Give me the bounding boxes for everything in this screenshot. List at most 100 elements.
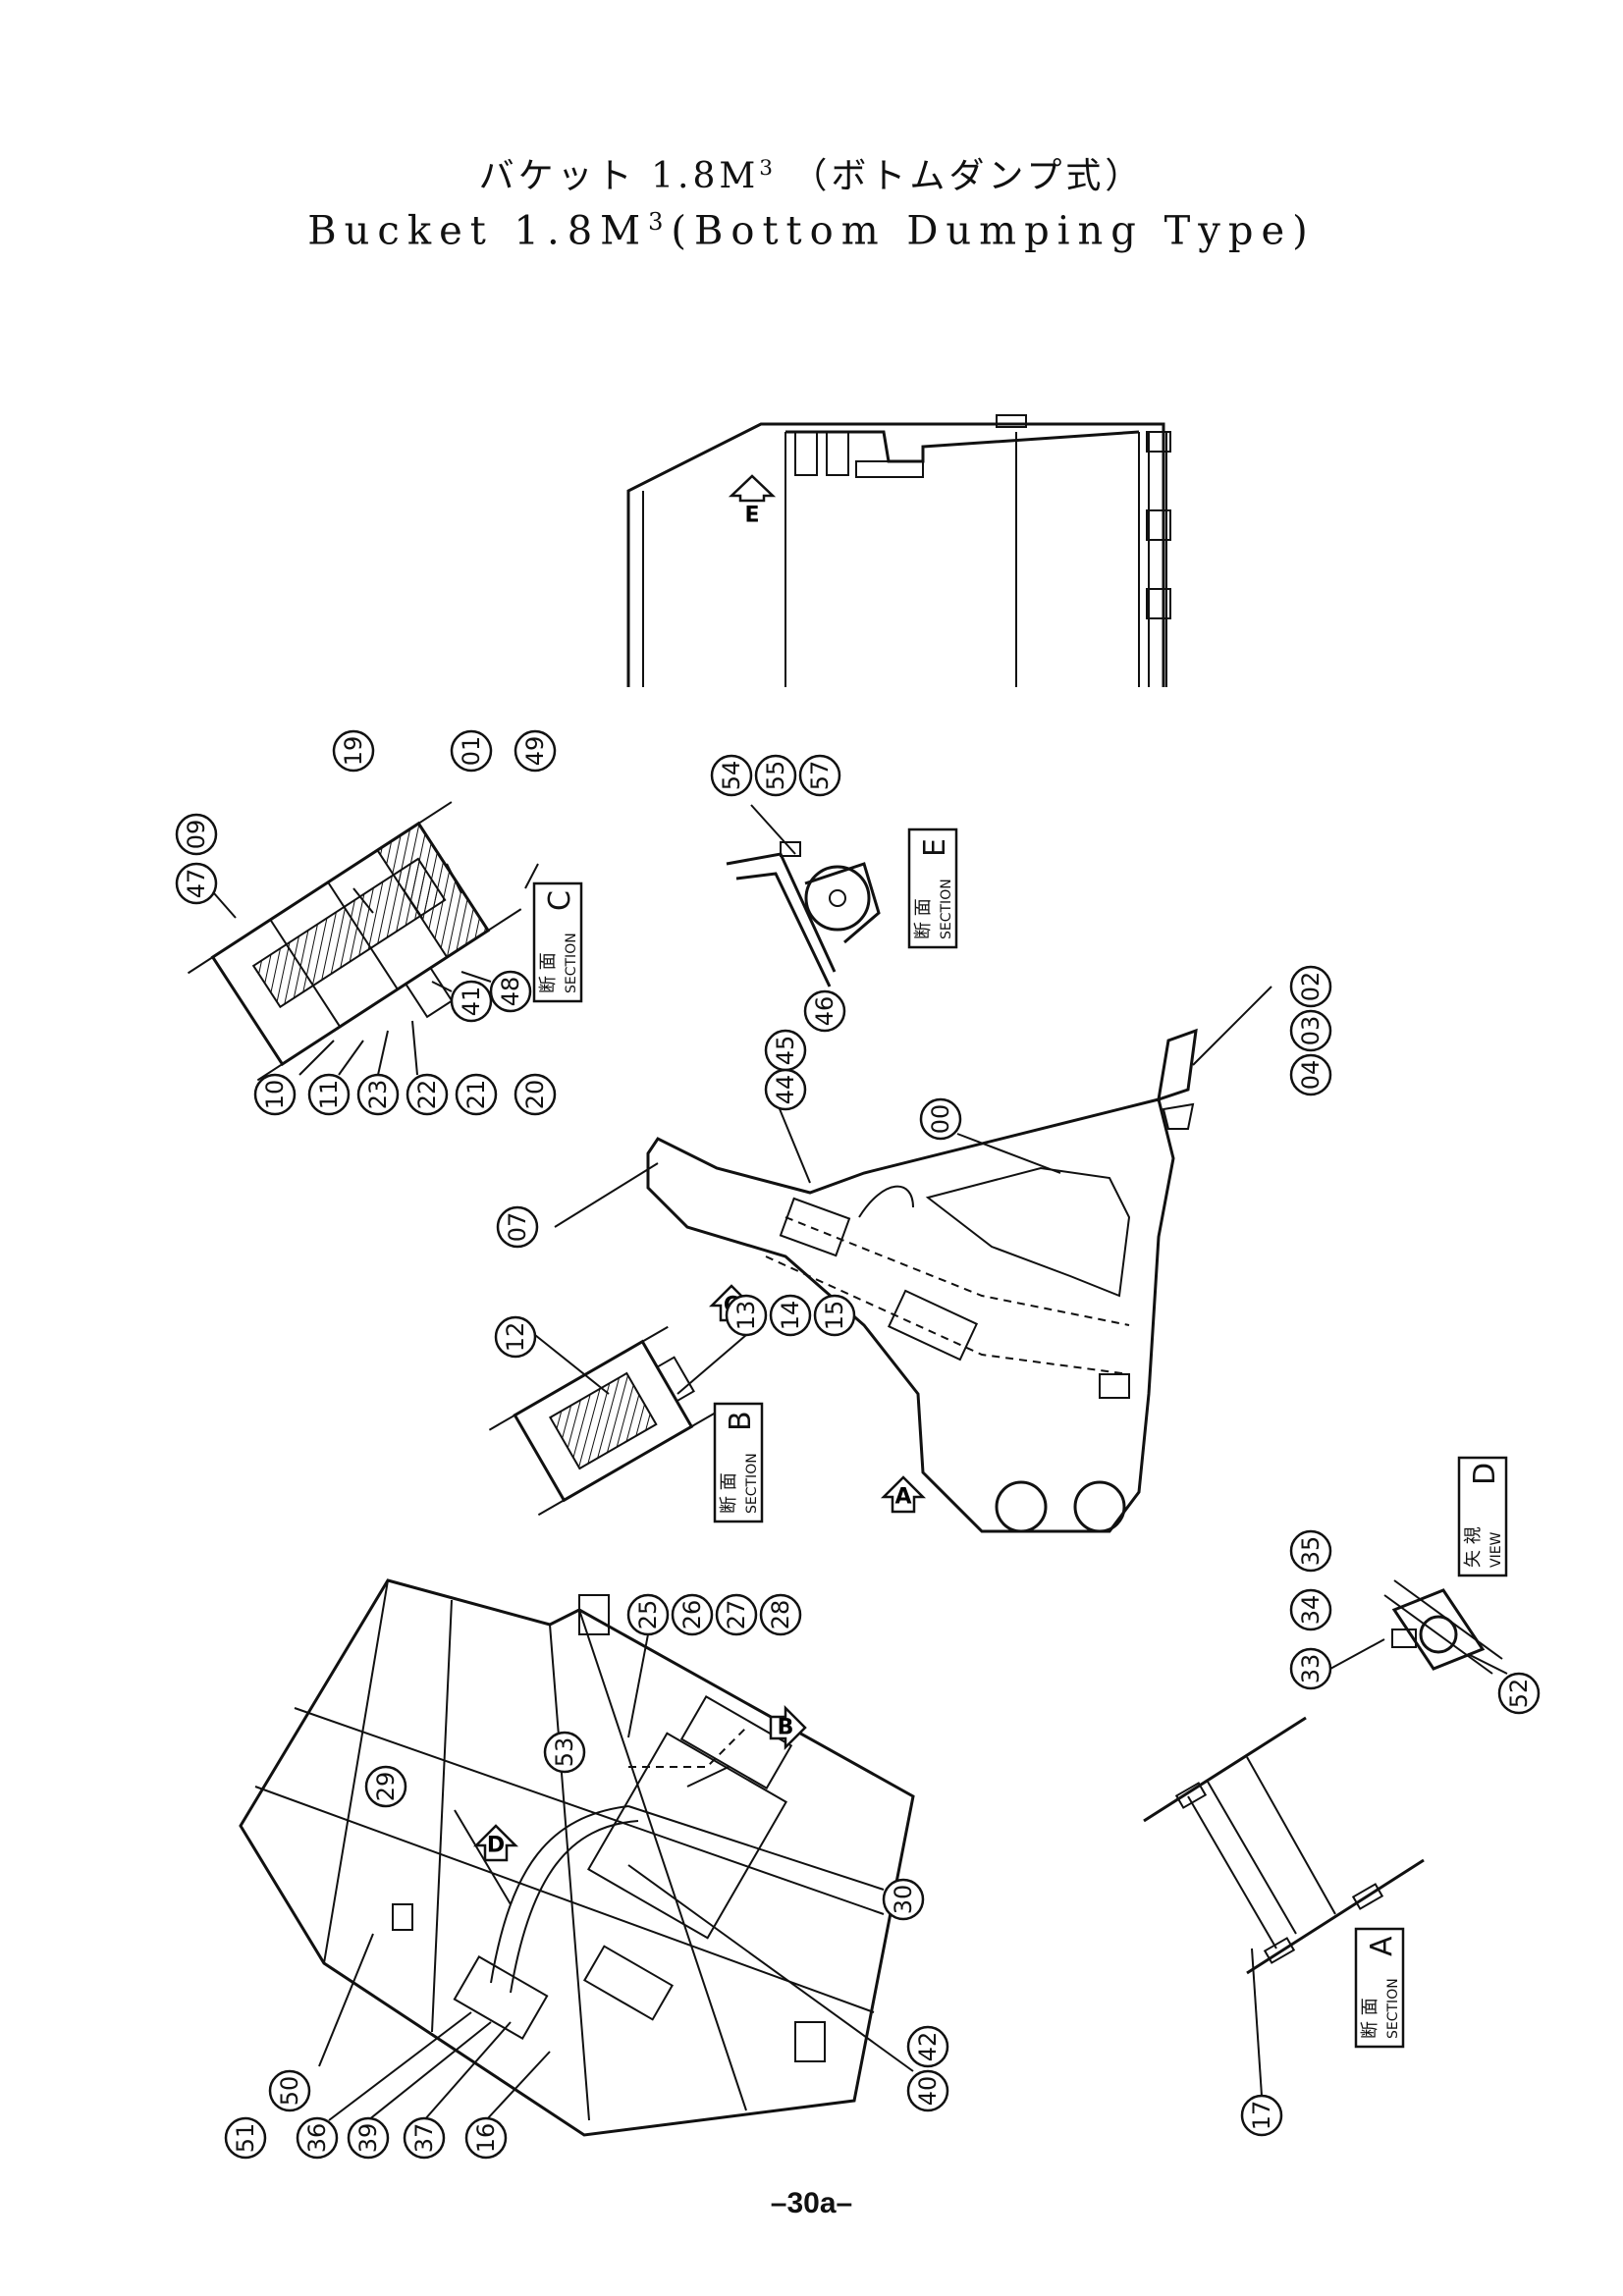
svg-text:SECTION: SECTION [939,879,954,939]
title-en-suffix: (Bottom Dumping Type) [671,208,1316,254]
callout-37: 37 [403,2116,446,2160]
view-d-drawing [1383,1579,1503,1675]
svg-text:04: 04 [1297,1060,1325,1091]
svg-text:15: 15 [821,1301,848,1331]
svg-text:19: 19 [340,736,367,767]
callout-40: 40 [906,2069,949,2112]
callout-50: 50 [268,2069,311,2112]
svg-text:57: 57 [806,761,834,791]
svg-text:23: 23 [364,1080,392,1110]
view-arrow-e: E [728,474,777,528]
svg-text:20: 20 [521,1080,549,1110]
svg-text:55: 55 [762,761,789,791]
svg-text:断 面: 断 面 [1360,1998,1380,2039]
svg-text:A: A [1365,1936,1399,1956]
svg-text:10: 10 [261,1080,289,1110]
callout-16: 16 [464,2116,508,2160]
svg-text:49: 49 [521,736,549,767]
svg-text:37: 37 [410,2123,438,2154]
svg-text:11: 11 [315,1080,343,1110]
title-jp-suffix: （ボトムダンプ式） [776,156,1145,196]
callout-23: 23 [356,1073,400,1116]
page-number: –30a– [770,2187,853,2219]
callout-49: 49 [514,729,557,773]
callout-48: 48 [489,970,532,1013]
svg-text:SECTION: SECTION [564,933,579,993]
callout-57: 57 [798,754,841,797]
svg-text:47: 47 [183,869,210,899]
callout-51: 51 [224,2116,267,2160]
svg-text:30: 30 [890,1885,917,1915]
callout-17: 17 [1240,2094,1283,2137]
svg-text:矢 視: 矢 視 [1463,1526,1484,1568]
section-e-drawing [726,841,881,988]
svg-text:34: 34 [1297,1595,1325,1626]
callout-52: 52 [1497,1672,1541,1715]
title-jp-sup: 3 [759,156,777,181]
callout-30: 30 [882,1878,925,1921]
svg-text:33: 33 [1297,1654,1325,1684]
callout-07: 07 [496,1205,539,1249]
callout-35: 35 [1289,1529,1332,1573]
svg-text:B: B [778,1716,794,1740]
section-e-label: 断 面 SECTION E [907,828,958,949]
callout-21: 21 [455,1073,498,1116]
svg-text:51: 51 [232,2123,259,2154]
svg-text:27: 27 [723,1600,750,1630]
callout-53: 53 [543,1731,586,1774]
svg-text:16: 16 [472,2123,500,2154]
callout-39: 39 [347,2116,390,2160]
callout-10: 10 [253,1073,297,1116]
callout-13: 13 [725,1294,768,1337]
callout-33: 33 [1289,1647,1332,1690]
svg-text:39: 39 [354,2123,382,2154]
callouts: 47 09 19 01 49 48 41 20 21 22 23 11 10 5… [175,729,1541,2160]
section-b-drawing [488,1325,718,1517]
callout-01: 01 [450,729,493,773]
callout-26: 26 [671,1593,714,1636]
section-a-drawing [1143,1716,1425,1975]
view-d-label: 矢 視 VIEW D [1457,1456,1508,1577]
svg-text:09: 09 [183,820,210,850]
callout-12: 12 [494,1315,537,1359]
callout-42: 42 [906,2025,949,2068]
callout-11: 11 [307,1073,351,1116]
callout-25: 25 [626,1593,670,1636]
title-english: Bucket 1.8M3(Bottom Dumping Type) [0,208,1623,253]
svg-text:36: 36 [303,2123,331,2154]
section-a-label: 断 面 SECTION A [1354,1927,1405,2049]
svg-text:断 面: 断 面 [538,952,559,993]
callout-34: 34 [1289,1588,1332,1631]
callout-44: 44 [764,1068,807,1111]
callout-45: 45 [764,1029,807,1072]
svg-text:13: 13 [732,1301,760,1331]
svg-text:C: C [543,890,577,911]
svg-text:D: D [1468,1463,1502,1485]
svg-text:D: D [487,1834,505,1858]
callout-02: 02 [1289,965,1332,1008]
callout-22: 22 [406,1073,449,1116]
svg-text:40: 40 [914,2076,942,2107]
callout-00: 00 [919,1097,962,1141]
svg-text:A: A [894,1485,911,1510]
callout-28: 28 [759,1593,802,1636]
svg-text:SECTION: SECTION [744,1453,760,1514]
svg-text:SECTION: SECTION [1385,1978,1401,2039]
section-b-label: 断 面 SECTION B [713,1402,764,1523]
svg-text:断 面: 断 面 [913,898,934,939]
section-c-drawing [187,801,522,1082]
svg-text:35: 35 [1297,1536,1325,1567]
svg-text:41: 41 [458,987,485,1017]
svg-text:E: E [744,504,759,528]
arm-drawing [646,1028,1198,1533]
svg-text:53: 53 [551,1737,578,1768]
callout-14: 14 [769,1294,812,1337]
svg-text:22: 22 [413,1080,441,1110]
callout-04: 04 [1289,1053,1332,1096]
svg-text:00: 00 [927,1104,954,1135]
svg-text:25: 25 [634,1600,662,1630]
svg-text:VIEW: VIEW [1488,1531,1504,1568]
title-en-sup: 3 [648,208,672,236]
svg-text:42: 42 [914,2032,942,2062]
